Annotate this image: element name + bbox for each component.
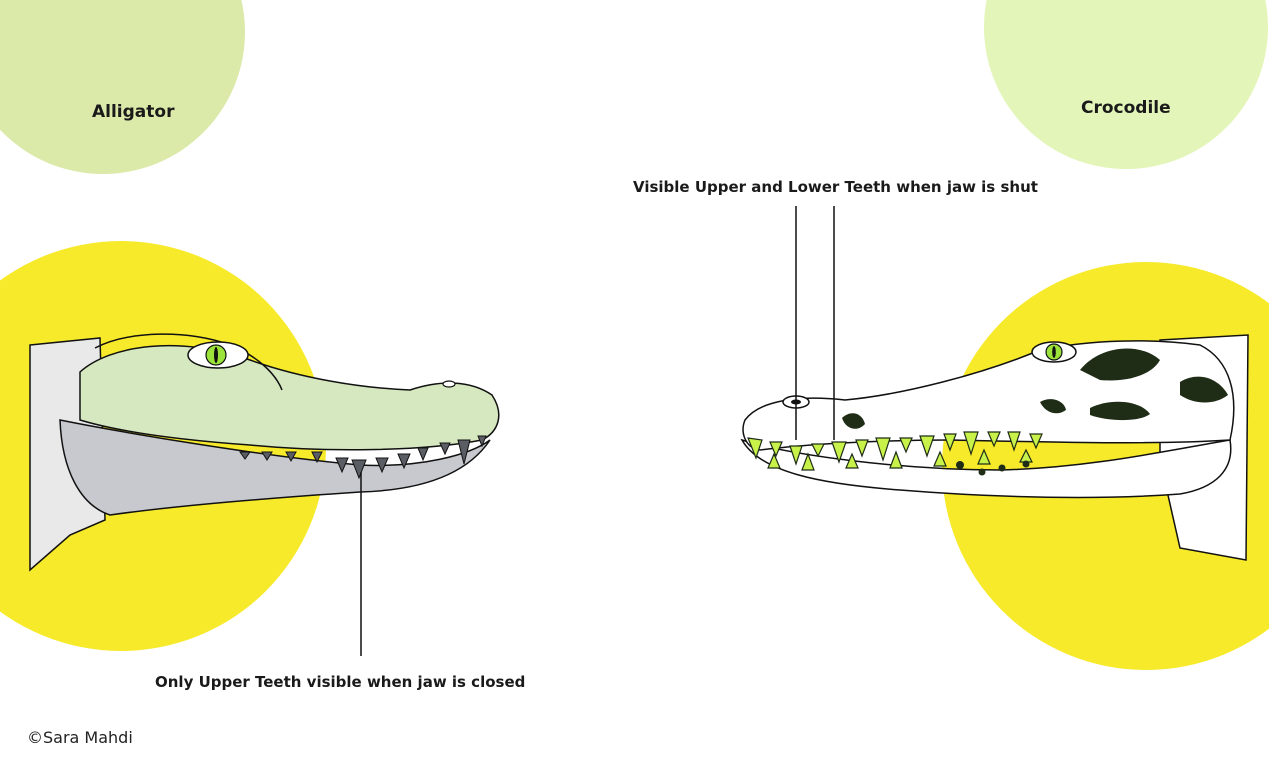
crocodile-title-circle [984,0,1268,169]
alligator-title-circle [0,0,245,174]
crocodile-teeth-annotation: Visible Upper and Lower Teeth when jaw i… [633,178,1038,196]
crocodile-title: Crocodile [1081,98,1171,118]
crocodile-head-illustration [740,334,1249,561]
alligator-teeth-annotation: Only Upper Teeth visible when jaw is clo… [155,673,526,691]
author-credit: ©Sara Mahdi [27,728,133,747]
alligator-title: Alligator [92,102,175,122]
alligator-head-illustration [29,333,500,572]
